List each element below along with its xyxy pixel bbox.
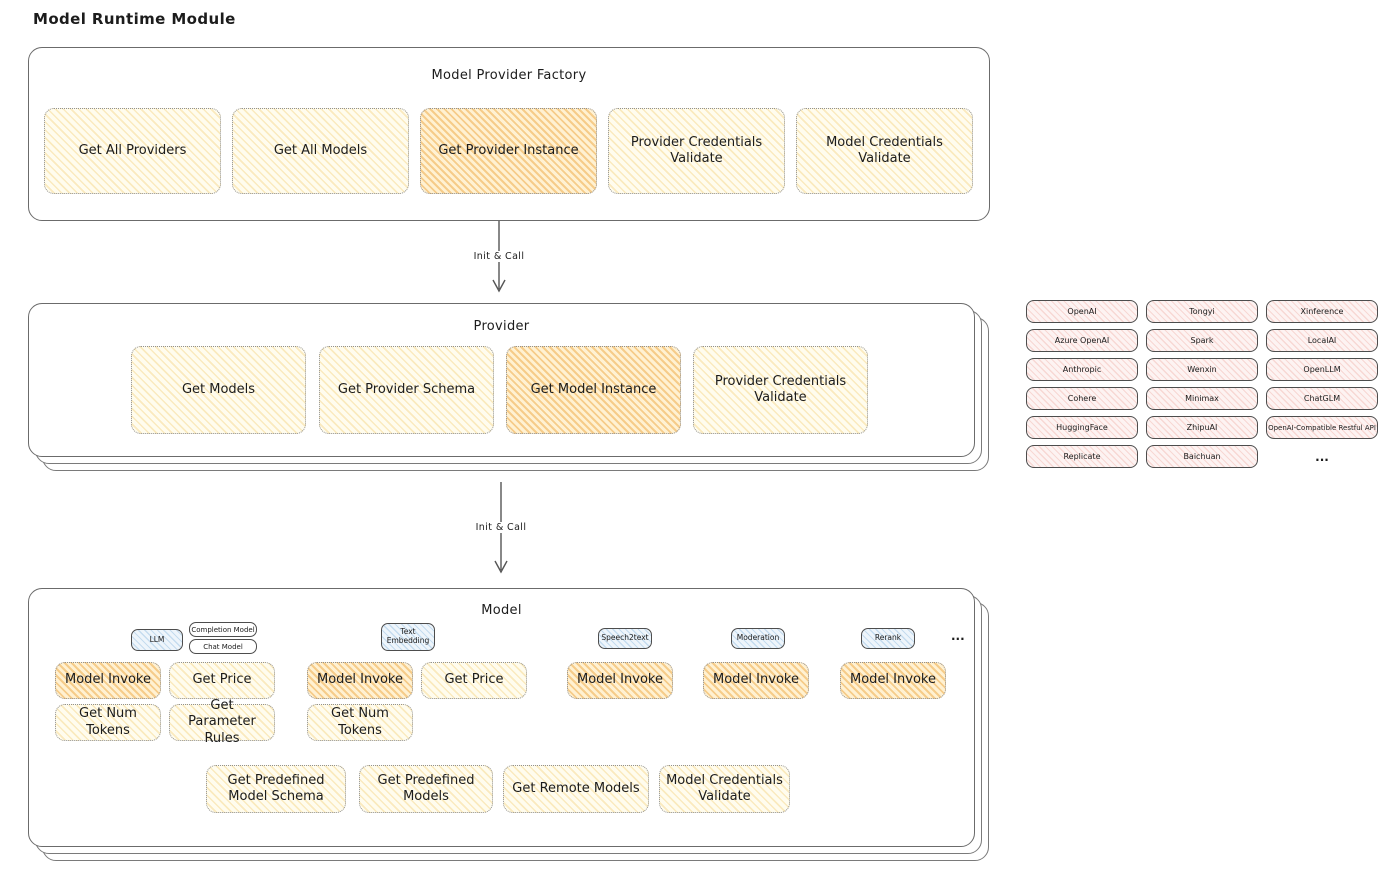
factory-button-get-all-models: Get All Models: [232, 108, 409, 194]
model-box: Model LLM Completion Model Chat Model Te…: [28, 588, 975, 847]
model-button-get-predefined-model-schema: Get Predefined Model Schema: [206, 765, 346, 813]
model-button-embedding-get-num-tokens: Get Num Tokens: [307, 704, 413, 741]
provider-chip-minimax: Minimax: [1146, 387, 1258, 410]
model-button-llm-get-num-tokens: Get Num Tokens: [55, 704, 161, 741]
provider-chip-anthropic: Anthropic: [1026, 358, 1138, 381]
model-type-tag-moderation: Moderation: [731, 628, 785, 649]
model-button-model-credentials-validate: Model Credentials Validate: [659, 765, 790, 813]
provider-button-get-models: Get Models: [131, 346, 306, 434]
model-subtype-tag-completion-model: Completion Model: [189, 622, 257, 637]
provider-chip-azure-openai: Azure OpenAI: [1026, 329, 1138, 352]
model-type-tag-text-embedding: Text Embedding: [381, 623, 435, 651]
factory-title: Model Provider Factory: [431, 68, 587, 83]
model-button-get-remote-models: Get Remote Models: [503, 765, 649, 813]
model-button-embedding-get-price: Get Price: [421, 662, 527, 699]
factory-button-model-credentials-validate: Model Credentials Validate: [796, 108, 973, 194]
provider-chip-wenxin: Wenxin: [1146, 358, 1258, 381]
model-button-embedding-model-invoke: Model Invoke: [307, 662, 413, 699]
model-subtype-tag-chat-model: Chat Model: [189, 639, 257, 654]
provider-chip-huggingface: HuggingFace: [1026, 416, 1138, 439]
model-types-ellipsis: ...: [951, 629, 965, 643]
provider-chip-openai: OpenAI: [1026, 300, 1138, 323]
model-button-get-predefined-models: Get Predefined Models: [359, 765, 493, 813]
provider-chip-grid: OpenAI Tongyi Xinference Azure OpenAI Sp…: [1026, 300, 1378, 468]
page-title: Model Runtime Module: [33, 10, 236, 28]
model-button-llm-get-parameter-rules: Get Parameter Rules: [169, 698, 275, 746]
provider-chip-baichuan: Baichuan: [1146, 445, 1258, 468]
factory-button-get-provider-instance: Get Provider Instance: [420, 108, 597, 194]
init-call-label-1: Init & Call: [439, 251, 559, 262]
model-type-tag-speech2text: Speech2text: [598, 628, 652, 649]
model-button-rerank-model-invoke: Model Invoke: [840, 662, 946, 699]
model-button-llm-get-price: Get Price: [169, 662, 275, 699]
provider-button-get-model-instance: Get Model Instance: [506, 346, 681, 434]
provider-chip-tongyi: Tongyi: [1146, 300, 1258, 323]
model-type-tag-llm: LLM: [131, 629, 183, 651]
factory-box: Model Provider Factory Get All Providers…: [28, 47, 990, 221]
provider-chip-cohere: Cohere: [1026, 387, 1138, 410]
provider-chip-localai: LocalAI: [1266, 329, 1378, 352]
model-button-speech2text-model-invoke: Model Invoke: [567, 662, 673, 699]
provider-chips-ellipsis: ...: [1315, 449, 1329, 464]
provider-chip-openllm: OpenLLM: [1266, 358, 1378, 381]
provider-button-get-provider-schema: Get Provider Schema: [319, 346, 494, 434]
provider-chip-zhipuai: ZhipuAI: [1146, 416, 1258, 439]
provider-chip-xinference: Xinference: [1266, 300, 1378, 323]
provider-box: Provider Get Models Get Provider Schema …: [28, 303, 975, 457]
provider-chip-spark: Spark: [1146, 329, 1258, 352]
provider-button-provider-credentials-validate: Provider Credentials Validate: [693, 346, 868, 434]
model-button-moderation-model-invoke: Model Invoke: [703, 662, 809, 699]
model-title: Model: [481, 603, 522, 618]
provider-chip-chatglm: ChatGLM: [1266, 387, 1378, 410]
provider-title: Provider: [473, 319, 530, 334]
init-call-label-2: Init & Call: [441, 522, 561, 533]
provider-chip-replicate: Replicate: [1026, 445, 1138, 468]
model-type-tag-rerank: Rerank: [861, 628, 915, 649]
model-button-llm-model-invoke: Model Invoke: [55, 662, 161, 699]
provider-chip-openai-compatible: OpenAI-Compatible Restful API: [1266, 416, 1378, 439]
factory-button-get-all-providers: Get All Providers: [44, 108, 221, 194]
factory-button-provider-credentials-validate: Provider Credentials Validate: [608, 108, 785, 194]
